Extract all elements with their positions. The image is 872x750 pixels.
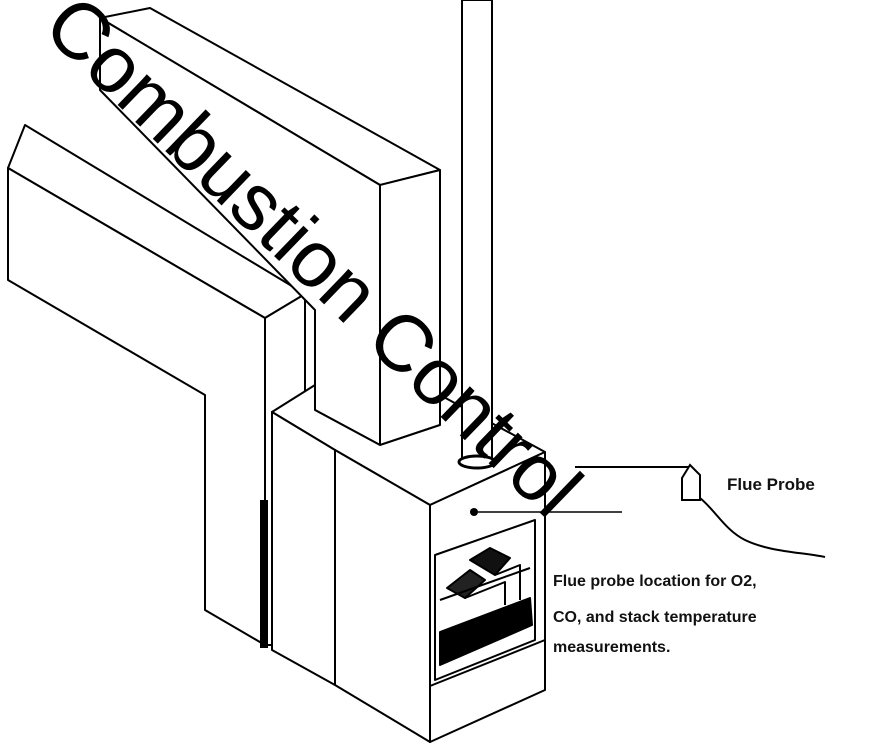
flue-probe-label: Flue Probe xyxy=(727,475,815,494)
supply-air-duct xyxy=(99,7,441,446)
burner-compartment xyxy=(434,519,536,681)
location-label-line2: CO, and stack temperature xyxy=(553,609,757,626)
location-label-line1: Flue probe location for O2, xyxy=(553,573,757,590)
probe-hole xyxy=(470,508,478,516)
flue-pipe xyxy=(457,0,497,470)
duct-seam xyxy=(260,500,268,648)
location-label-line3: measurements. xyxy=(553,639,670,656)
flue-probe xyxy=(575,463,826,558)
